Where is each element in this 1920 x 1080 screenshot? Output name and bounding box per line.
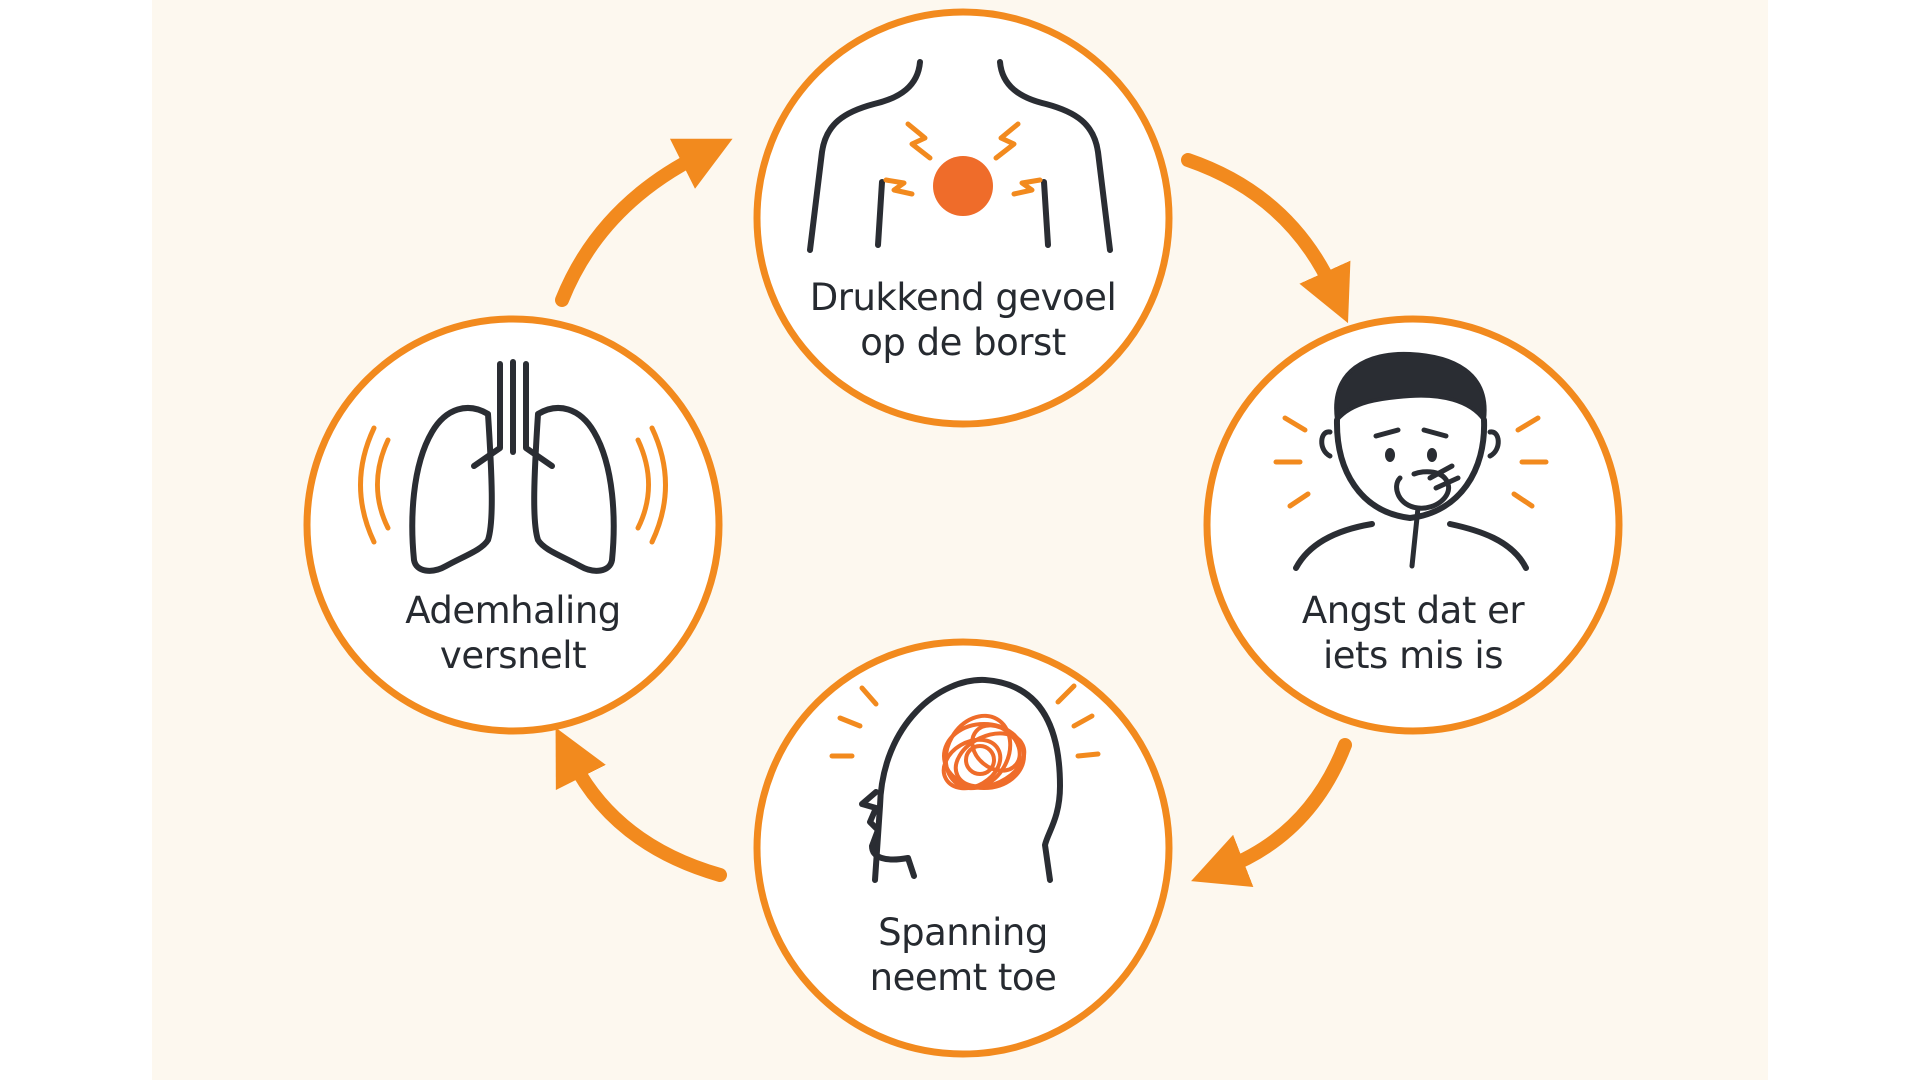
- cycle-arrows: [555, 138, 1352, 887]
- node-tension: Spanning neemt toe: [753, 638, 1173, 1058]
- pain-bolts: [883, 121, 1043, 197]
- worried-person-icon: [1293, 351, 1529, 571]
- node-label-line1: Spanning: [878, 911, 1048, 954]
- node-label-line1: Drukkend gevoel: [810, 276, 1116, 319]
- node-chest-pressure: Drukkend gevoel op de borst: [753, 8, 1173, 428]
- tension-rays: [829, 683, 1101, 759]
- pain-spot: [933, 156, 993, 216]
- node-label-line1: Ademhaling: [405, 589, 621, 632]
- tangled-thoughts: [941, 713, 1027, 791]
- node-circle: [1203, 315, 1623, 735]
- breathing-waves: [358, 425, 668, 545]
- arrow-chest-to-anxiety: [1181, 153, 1351, 324]
- head-profile-icon: [872, 676, 1063, 883]
- hand: [1394, 463, 1461, 511]
- arrow-anxiety-to-tension: [1191, 738, 1352, 887]
- shoulders: [1293, 521, 1529, 571]
- arrow-breathing-to-chest: [555, 138, 733, 307]
- node-label-line2: op de borst: [860, 321, 1066, 364]
- lungs-icon: [409, 359, 617, 574]
- alarm-rays: [1273, 415, 1549, 509]
- node-label-line2: iets mis is: [1323, 634, 1503, 677]
- chest-pressure-icon: [807, 59, 1113, 253]
- node-circle: [753, 8, 1173, 428]
- node-anxiety: Angst dat er iets mis is: [1203, 315, 1623, 735]
- arrow-tension-to-breathing: [555, 727, 727, 882]
- node-breathing: Ademhaling versnelt: [303, 315, 723, 735]
- node-circle: [303, 315, 723, 735]
- face-profile: [859, 789, 917, 879]
- hair: [1334, 351, 1487, 422]
- face-outline: [1333, 417, 1488, 522]
- node-label-line1: Angst dat er: [1302, 589, 1525, 632]
- node-label-line2: neemt toe: [870, 956, 1057, 999]
- node-label-line2: versnelt: [440, 634, 586, 677]
- node-circle: [753, 638, 1173, 1058]
